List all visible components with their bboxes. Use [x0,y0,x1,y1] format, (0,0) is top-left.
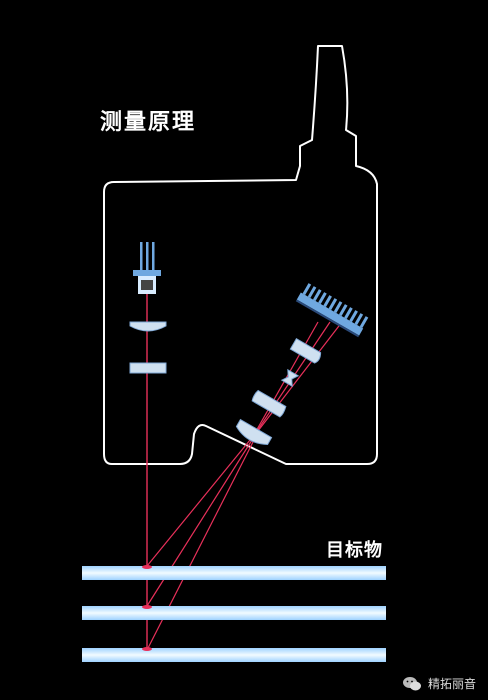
beam-spots [142,565,152,651]
receiver-lens-stack [235,337,322,445]
diagram-title: 测量原理 [100,110,197,135]
receiver-lens-1 [289,337,322,364]
receiver-lens-4 [235,418,273,445]
target-plates [82,566,386,662]
reflected-beams [146,321,343,651]
watermark: 精拓丽音 [402,675,476,692]
detector-array [295,283,369,338]
target-plate-1 [82,566,386,580]
watermark-text: 精拓丽音 [427,677,476,691]
target-plate-2 [82,606,386,620]
receiver-lens-3 [251,389,287,418]
emitter-window-lens [129,362,167,374]
laser-diode [133,242,161,294]
wechat-icon [402,676,421,690]
sensor-housing-outline [103,45,378,465]
target-plate-3 [82,648,386,662]
emitter-collimating-lens [129,321,167,332]
receiver-lens-2 [280,368,300,388]
target-object-label: 目标物 [326,540,383,561]
